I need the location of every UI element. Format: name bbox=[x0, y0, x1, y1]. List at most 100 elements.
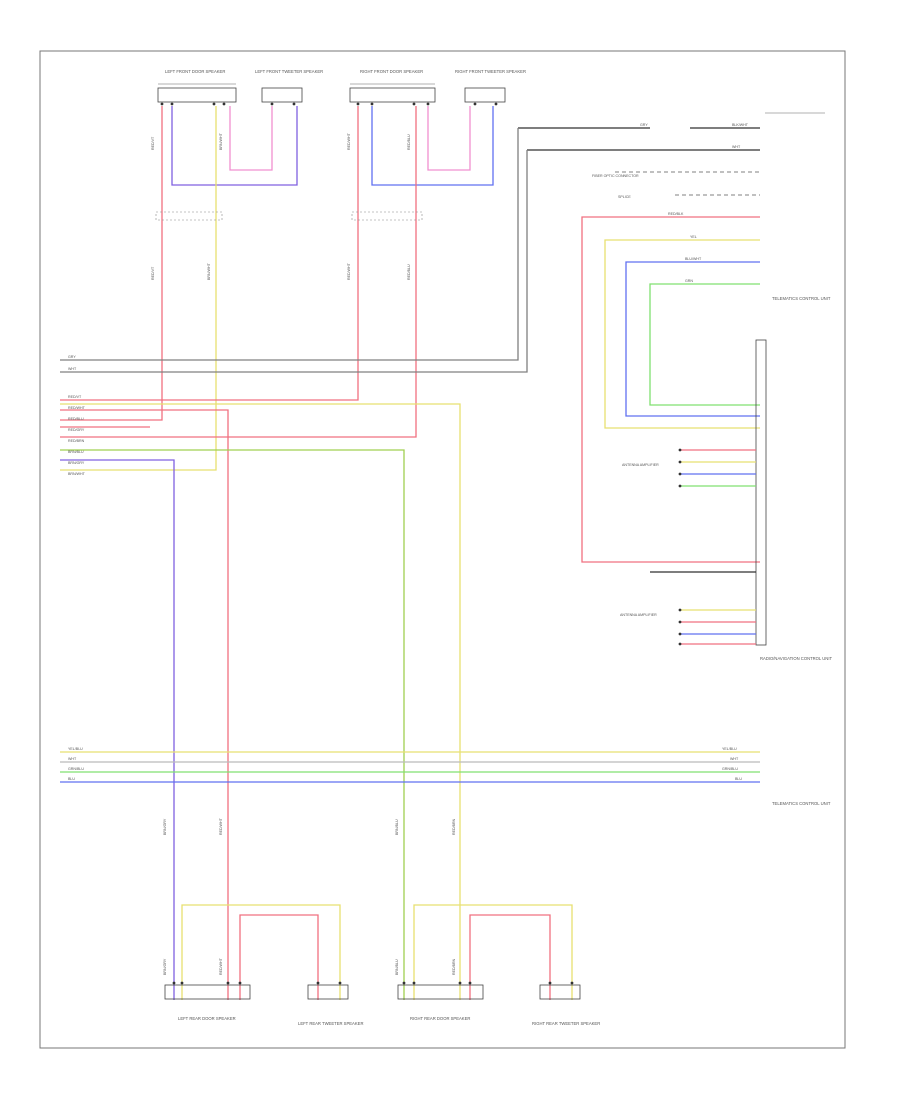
splice-label-right: SPLICE bbox=[618, 195, 631, 199]
rr-door-speaker-connector bbox=[397, 984, 484, 1000]
wire-gry-top bbox=[60, 128, 519, 361]
rf-door-speaker-connector bbox=[349, 87, 436, 103]
svg-text:WHT: WHT bbox=[730, 757, 739, 761]
lf-tweeter-label: LEFT FRONT TWEETER SPEAKER bbox=[255, 69, 323, 74]
wire-yel bbox=[604, 239, 760, 429]
svg-text:RED/WHT: RED/WHT bbox=[68, 406, 86, 410]
svg-text:YEL/BLU: YEL/BLU bbox=[68, 747, 83, 751]
svg-text:WHT: WHT bbox=[68, 757, 77, 761]
lr-tweeter-connector bbox=[307, 984, 349, 1000]
lf-tweeter-connector bbox=[261, 87, 303, 103]
antenna-wiring bbox=[60, 127, 760, 373]
stub-pins bbox=[678, 448, 682, 646]
wire-label-grn: GRN bbox=[685, 279, 693, 283]
wire-label-wht-right: WHT bbox=[732, 145, 741, 149]
wire-lf-red-main bbox=[60, 106, 163, 421]
wire-label-rf-red-lower: RED/WHT bbox=[347, 262, 351, 280]
wire-label-rf-red2-lower: RED/BLU bbox=[407, 264, 411, 280]
rf-tweeter-connector bbox=[464, 87, 506, 103]
wire-rf-pink-loop bbox=[427, 106, 471, 171]
inline-connector-lf bbox=[155, 211, 223, 221]
bottom-bus bbox=[60, 751, 760, 783]
svg-text:RED/VT: RED/VT bbox=[68, 395, 82, 399]
lr-door-speaker-group: LEFT REAR DOOR SPEAKER bbox=[164, 984, 251, 1021]
diagram-frame bbox=[39, 50, 846, 1049]
svg-text:BLU: BLU bbox=[735, 777, 742, 781]
wire-red-lr bbox=[60, 409, 229, 1000]
wire-label-rf-red: RED/WHT bbox=[347, 132, 351, 150]
svg-text:RED/BRN: RED/BRN bbox=[452, 818, 456, 835]
wire-rf-blue-loop bbox=[371, 106, 494, 186]
wire-rf-red-main bbox=[60, 106, 359, 401]
rf-tweeter-label: RIGHT FRONT TWEETER SPEAKER bbox=[455, 69, 526, 74]
lr-tweeter-label: LEFT REAR TWEETER SPEAKER bbox=[298, 1021, 363, 1026]
svg-text:BRN/BLU: BRN/BLU bbox=[395, 959, 399, 975]
svg-text:RED/WHT: RED/WHT bbox=[219, 817, 223, 835]
wire-label-gry-right: GRY bbox=[640, 123, 648, 127]
svg-text:BRN/WHT: BRN/WHT bbox=[68, 472, 86, 476]
svg-text:GRN/BLU: GRN/BLU bbox=[722, 767, 738, 771]
svg-text:RED/WHT: RED/WHT bbox=[219, 957, 223, 975]
lf-door-speaker-group: LEFT FRONT DOOR SPEAKER bbox=[157, 69, 237, 106]
rf-door-speaker-label: RIGHT FRONT DOOR SPEAKER bbox=[360, 69, 423, 74]
wire-label-lf-red-lower: RED/VT bbox=[151, 266, 155, 280]
wire-label-lf-red: RED/VT bbox=[151, 136, 155, 150]
svg-text:RED/BLU: RED/BLU bbox=[68, 417, 84, 421]
inline-connector-rf bbox=[351, 211, 423, 221]
fiber-optic-label: FIBER OPTIC CONNECTOR bbox=[592, 174, 639, 178]
wire-lf-pink-loop bbox=[229, 106, 273, 171]
telematics-connector bbox=[755, 339, 767, 646]
wire-label-blu-wht: BLU/WHT bbox=[685, 257, 702, 261]
wire-label-gry-left: GRY bbox=[68, 355, 76, 359]
rr-door-speaker-group: RIGHT REAR DOOR SPEAKER bbox=[397, 984, 484, 1021]
bottom-pins bbox=[172, 981, 574, 985]
top-speaker-wiring bbox=[60, 106, 494, 471]
wire-blu-wht bbox=[625, 261, 760, 417]
wire-yel-rr bbox=[60, 403, 461, 1000]
svg-text:BLU: BLU bbox=[68, 777, 75, 781]
wire-label-lf-yellow: BRN/WHT bbox=[219, 132, 223, 150]
left-bus bbox=[60, 403, 461, 1000]
wire-rf-red-second bbox=[60, 106, 417, 438]
wire-vt-lr bbox=[60, 459, 175, 1000]
svg-text:YEL/BLU: YEL/BLU bbox=[722, 747, 737, 751]
lr-door-speaker-connector bbox=[164, 984, 251, 1000]
lr-tweeter-group: LEFT REAR TWEETER SPEAKER bbox=[298, 984, 363, 1026]
telematics-stubs bbox=[650, 449, 756, 645]
antenna-label: ANTENNA AMPLIFIER bbox=[622, 463, 659, 467]
wire-label-wht-left: WHT bbox=[68, 367, 77, 371]
svg-text:BRN/GRY: BRN/GRY bbox=[68, 461, 85, 465]
rf-tweeter-group: RIGHT FRONT TWEETER SPEAKER bbox=[455, 69, 526, 106]
svg-text:BRN/BLU: BRN/BLU bbox=[395, 819, 399, 835]
bottom-speaker-wiring bbox=[181, 904, 573, 1000]
lf-door-speaker-label: LEFT FRONT DOOR SPEAKER bbox=[165, 69, 225, 74]
radio-label: RADIO/NAVIGATION CONTROL UNIT bbox=[760, 656, 832, 661]
wire-wht-top bbox=[60, 150, 528, 373]
wire-grn bbox=[649, 283, 760, 406]
rr-tweeter-label: RIGHT REAR TWEETER SPEAKER bbox=[532, 1021, 600, 1026]
rr-tweeter-group: RIGHT REAR TWEETER SPEAKER bbox=[532, 984, 600, 1026]
wire-label-red-blk: RED/BLK bbox=[668, 212, 684, 216]
telematics-label: TELEMATICS CONTROL UNIT bbox=[772, 296, 831, 301]
wire-red-blk bbox=[581, 216, 760, 563]
svg-text:RED/BRN: RED/BRN bbox=[68, 439, 85, 443]
fiber-optic-wires bbox=[615, 171, 760, 196]
telematics-wiring bbox=[581, 216, 760, 563]
wire-label-blk-right: BLK/WHT bbox=[732, 123, 749, 127]
svg-text:GRN/BLU: GRN/BLU bbox=[68, 767, 84, 771]
lf-tweeter-group: LEFT FRONT TWEETER SPEAKER bbox=[255, 69, 323, 106]
wire-label-lf-yellow-lower: BRN/WHT bbox=[207, 262, 211, 280]
antenna-label-lower: ANTENNA AMPLIFIER bbox=[620, 613, 657, 617]
svg-text:RED/BRN: RED/BRN bbox=[452, 958, 456, 975]
rf-door-speaker-group: RIGHT FRONT DOOR SPEAKER bbox=[349, 69, 436, 106]
lf-door-speaker-connector bbox=[157, 87, 237, 103]
rr-tweeter-connector bbox=[539, 984, 581, 1000]
wire-lf-violet-loop bbox=[171, 106, 298, 186]
wire-label-yel: YEL bbox=[690, 235, 697, 239]
wire-lf-yellow-main bbox=[60, 106, 217, 471]
svg-text:RED/GRY: RED/GRY bbox=[68, 428, 85, 432]
svg-text:BRN/BLU: BRN/BLU bbox=[68, 450, 84, 454]
svg-text:BRN/GRY: BRN/GRY bbox=[163, 818, 167, 835]
